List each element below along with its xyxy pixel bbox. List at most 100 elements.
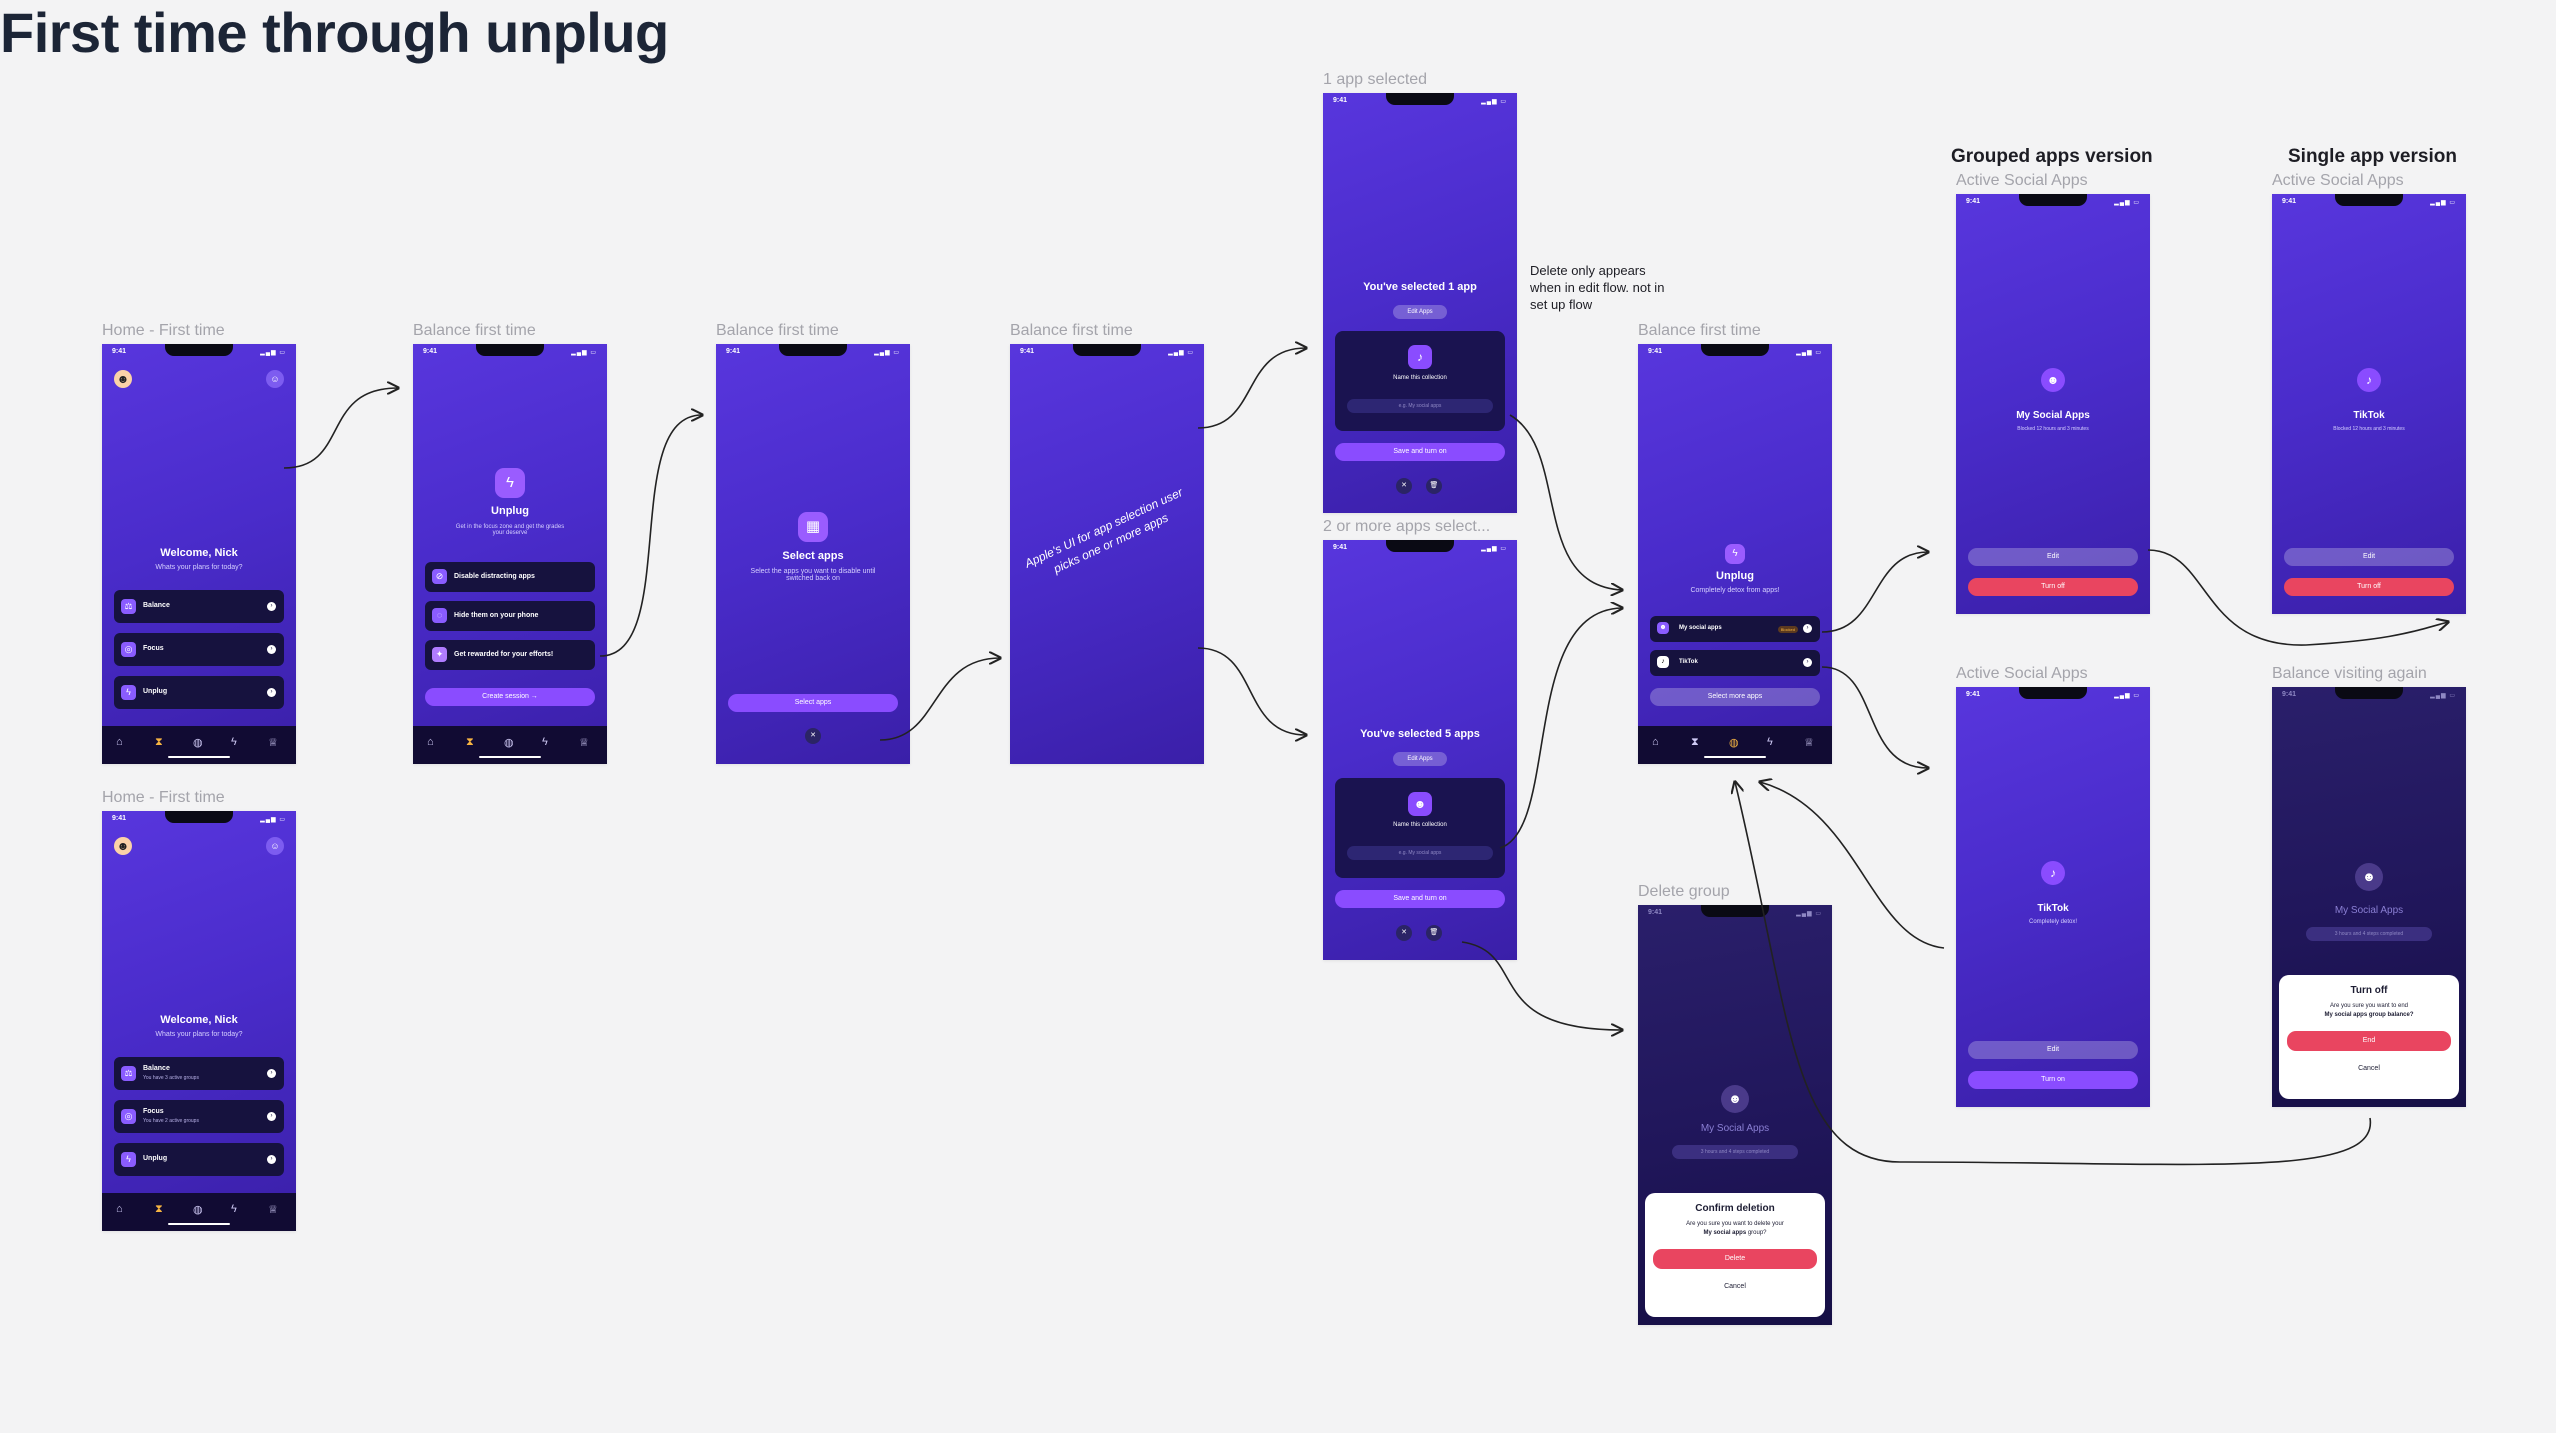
edit-apps-button[interactable]: Edit Apps bbox=[1393, 305, 1447, 319]
card-label: Focus bbox=[143, 645, 164, 652]
create-session-button[interactable]: Create session → bbox=[425, 688, 595, 706]
turn-off-button[interactable]: Turn off bbox=[2284, 578, 2454, 596]
hourglass-tab-icon[interactable]: ⧗ bbox=[466, 736, 474, 748]
flow-arrow bbox=[283, 388, 398, 469]
home-tab-icon[interactable]: ⌂ bbox=[116, 736, 123, 748]
bolt-icon: ϟ bbox=[121, 1152, 136, 1167]
frame-label-balance: Balance first time bbox=[1638, 322, 1761, 339]
screen-one-app-selected: 9:41 ▂▄▆ ▭ You've selected 1 app Edit Ap… bbox=[1323, 93, 1517, 513]
group-row-tiktok[interactable]: ♪TikTok› bbox=[1650, 650, 1820, 676]
selected-title: You've selected 1 app bbox=[1363, 281, 1477, 293]
cancel-button[interactable]: Cancel bbox=[2358, 1065, 2380, 1072]
bolt-tab-icon[interactable]: ϟ bbox=[231, 1203, 237, 1215]
balance-icon: ⚖ bbox=[121, 1066, 136, 1081]
trash-icon[interactable]: 🗑 bbox=[1426, 925, 1442, 941]
annotation-note: Delete only appears when in edit flow. n… bbox=[1530, 263, 1665, 312]
sheet-text: My social apps group? bbox=[1703, 1230, 1767, 1236]
brain-tab-icon[interactable]: ◍ bbox=[193, 737, 203, 749]
flow-arrow bbox=[1461, 941, 1622, 1030]
screen-select-apps: 9:41 ▂▄▆ ▭ ▦ Select apps Select the apps… bbox=[716, 344, 910, 764]
screen-single-active: 9:41 ▂▄▆ ▭ ♪ TikTok Blocked 12 hours and… bbox=[2272, 194, 2466, 614]
hide-icon: ◌ bbox=[432, 608, 447, 623]
card-label: Balance bbox=[143, 602, 170, 609]
arrow-icon: › bbox=[267, 602, 276, 611]
detox-subtitle: Completely detox! bbox=[2028, 919, 2078, 925]
apps-grid-icon: ▦ bbox=[798, 512, 828, 542]
menu-card-balance[interactable]: ⚖Balance› bbox=[114, 590, 284, 623]
close-icon[interactable]: ✕ bbox=[1396, 925, 1412, 941]
collection-name-input[interactable]: e.g. My social apps bbox=[1347, 399, 1493, 413]
bolt-tab-icon[interactable]: ϟ bbox=[1767, 736, 1773, 748]
edit-button[interactable]: Edit bbox=[1968, 1041, 2138, 1059]
profile-icon[interactable]: ☺ bbox=[266, 837, 284, 855]
avatar[interactable]: ☻ bbox=[114, 837, 132, 855]
select-apps-subtitle: Select the apps you want to disable unti… bbox=[750, 568, 876, 582]
status-icons: ▂▄▆ ▭ bbox=[1481, 99, 1507, 105]
end-button[interactable]: End bbox=[2287, 1031, 2451, 1051]
trophy-tab-icon[interactable]: ♕ bbox=[268, 1204, 278, 1216]
focus-icon: ◎ bbox=[121, 1109, 136, 1124]
frame-label-one-app: 1 app selected bbox=[1323, 71, 1428, 88]
select-apps-button[interactable]: Select apps bbox=[728, 694, 898, 712]
menu-card-focus[interactable]: ◎Focus› bbox=[114, 633, 284, 666]
bolt-tab-icon[interactable]: ϟ bbox=[231, 736, 237, 748]
trophy-tab-icon[interactable]: ♕ bbox=[268, 737, 278, 749]
status-icons: ▂▄▆ ▭ bbox=[1168, 350, 1194, 356]
close-icon[interactable]: ✕ bbox=[1396, 478, 1412, 494]
group-name: My Social Apps bbox=[2334, 905, 2404, 916]
delete-button[interactable]: Delete bbox=[1653, 1249, 1817, 1269]
hourglass-tab-icon[interactable]: ⧗ bbox=[1691, 736, 1699, 748]
unplug-title: Unplug bbox=[491, 505, 529, 517]
selected-title: You've selected 5 apps bbox=[1360, 728, 1480, 740]
home-tab-icon[interactable]: ⌂ bbox=[116, 1203, 123, 1215]
profile-icon[interactable]: ☺ bbox=[266, 370, 284, 388]
avatar[interactable]: ☻ bbox=[114, 370, 132, 388]
frame-label-balance: Balance first time bbox=[1010, 322, 1133, 339]
trash-icon[interactable]: 🗑 bbox=[1426, 478, 1442, 494]
frame-label-active: Active Social Apps bbox=[1956, 172, 2088, 189]
brain-tab-icon[interactable]: ◍ bbox=[504, 737, 514, 749]
home-tab-icon[interactable]: ⌂ bbox=[427, 736, 434, 748]
welcome-title: Welcome, Nick bbox=[160, 547, 238, 559]
save-turn-on-button[interactable]: Save and turn on bbox=[1335, 890, 1505, 908]
screen-five-apps-selected: 9:41 ▂▄▆ ▭ You've selected 5 apps Edit A… bbox=[1323, 540, 1517, 960]
turn-on-button[interactable]: Turn on bbox=[1968, 1071, 2138, 1089]
brain-tab-icon[interactable]: ◍ bbox=[1729, 737, 1739, 749]
status-icons: ▂▄▆ ▭ bbox=[1481, 546, 1507, 552]
progress-pill: 3 hours and 4 steps completed bbox=[2306, 927, 2432, 941]
edit-button[interactable]: Edit bbox=[2284, 548, 2454, 566]
select-more-apps-button[interactable]: Select more apps bbox=[1650, 688, 1820, 706]
flow-arrow bbox=[1509, 414, 1622, 590]
app-name: TikTok bbox=[2353, 410, 2385, 421]
status-icons: ▂▄▆ ▭ bbox=[2114, 693, 2140, 699]
trophy-tab-icon[interactable]: ♕ bbox=[579, 737, 589, 749]
cancel-button[interactable]: Cancel bbox=[1724, 1283, 1746, 1290]
feature-label: Get rewarded for your efforts! bbox=[454, 651, 554, 658]
hourglass-tab-icon[interactable]: ⧗ bbox=[155, 1203, 163, 1215]
trophy-tab-icon[interactable]: ♕ bbox=[1804, 737, 1814, 749]
frame-label-home: Home - First time bbox=[102, 789, 225, 806]
frame-label-visiting: Balance visiting again bbox=[2272, 665, 2427, 682]
collection-name-input[interactable]: e.g. My social apps bbox=[1347, 846, 1493, 860]
status-time: 9:41 bbox=[112, 348, 127, 355]
edit-apps-button[interactable]: Edit Apps bbox=[1393, 752, 1447, 766]
heading-single-version: Single app version bbox=[2288, 146, 2457, 167]
bolt-tab-icon[interactable]: ϟ bbox=[542, 736, 548, 748]
screen-tiktok-detox: 9:41 ▂▄▆ ▭ ♪ TikTok Completely detox! Ed… bbox=[1956, 687, 2150, 1107]
turn-off-button[interactable]: Turn off bbox=[1968, 578, 2138, 596]
home-tab-icon[interactable]: ⌂ bbox=[1652, 736, 1659, 748]
close-icon[interactable]: ✕ bbox=[805, 728, 821, 744]
save-turn-on-button[interactable]: Save and turn on bbox=[1335, 443, 1505, 461]
sheet-text: My social apps group balance? bbox=[2324, 1012, 2414, 1018]
bolt-icon: ϟ bbox=[1725, 544, 1745, 564]
edit-button[interactable]: Edit bbox=[1968, 548, 2138, 566]
frame-label-balance: Balance first time bbox=[413, 322, 536, 339]
brain-tab-icon[interactable]: ◍ bbox=[193, 1204, 203, 1216]
hourglass-tab-icon[interactable]: ⧗ bbox=[155, 736, 163, 748]
gift-icon: ✦ bbox=[432, 647, 447, 662]
